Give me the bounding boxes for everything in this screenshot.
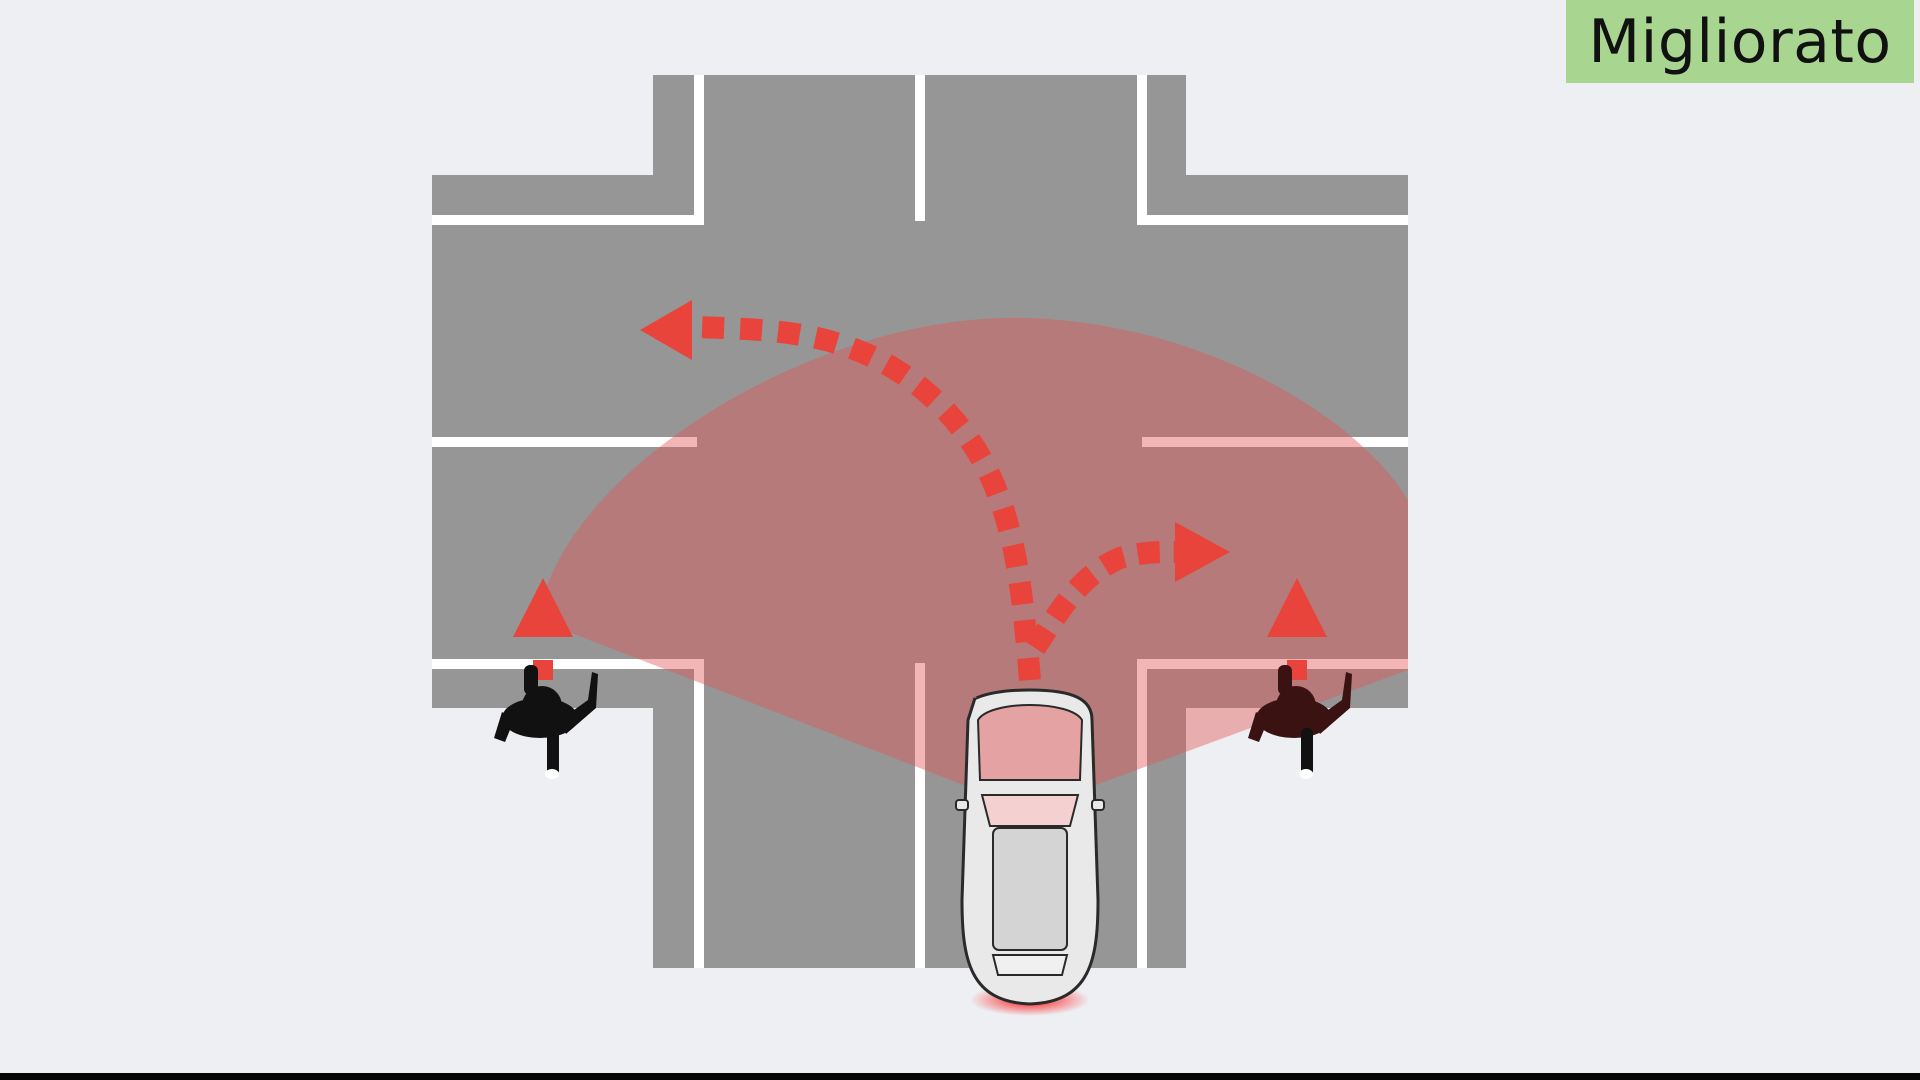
top-left-stop-line <box>432 215 704 225</box>
pedestrian-left-arrowhead <box>513 578 573 637</box>
vehicle-mirror-right <box>1091 799 1105 811</box>
status-badge: Migliorato <box>1566 0 1914 83</box>
status-badge-label: Migliorato <box>1588 6 1892 77</box>
path-left-turn <box>640 300 1041 681</box>
top-center-line <box>915 75 925 221</box>
right-turn-dots <box>1025 541 1176 655</box>
vehicle-windshield <box>980 794 1080 827</box>
left-turn-arrowhead <box>640 300 692 360</box>
detection-zone <box>538 317 1408 810</box>
pedestrian-right <box>1248 578 1352 779</box>
vehicle-hood <box>976 704 1084 781</box>
path-right-turn <box>1025 522 1230 655</box>
bottom-left-edge-line <box>694 659 704 968</box>
top-left-edge-line <box>694 75 704 225</box>
right-turn-arrowhead <box>1175 522 1230 582</box>
vehicle-mirror-left <box>955 799 969 811</box>
vehicle <box>955 688 1105 1016</box>
left-center-line <box>432 437 697 447</box>
pedestrian-right-figure <box>1248 665 1352 779</box>
vehicle-rear-window <box>991 954 1069 976</box>
lane-markings <box>432 75 1408 968</box>
bottom-right-edge-line <box>1137 659 1147 968</box>
top-right-stop-line <box>1137 215 1408 225</box>
bottom-center-line <box>915 663 925 968</box>
pedestrian-right-arrowhead <box>1267 578 1327 637</box>
bottom-border <box>0 1073 1920 1080</box>
bottom-right-stop-line <box>1137 659 1408 669</box>
pedestrian-left-figure <box>494 665 598 779</box>
right-center-line <box>1142 437 1408 447</box>
pedestrian-left <box>494 578 598 779</box>
vehicle-roof <box>992 827 1068 951</box>
top-right-edge-line <box>1137 75 1147 225</box>
bottom-left-stop-line <box>432 659 704 669</box>
